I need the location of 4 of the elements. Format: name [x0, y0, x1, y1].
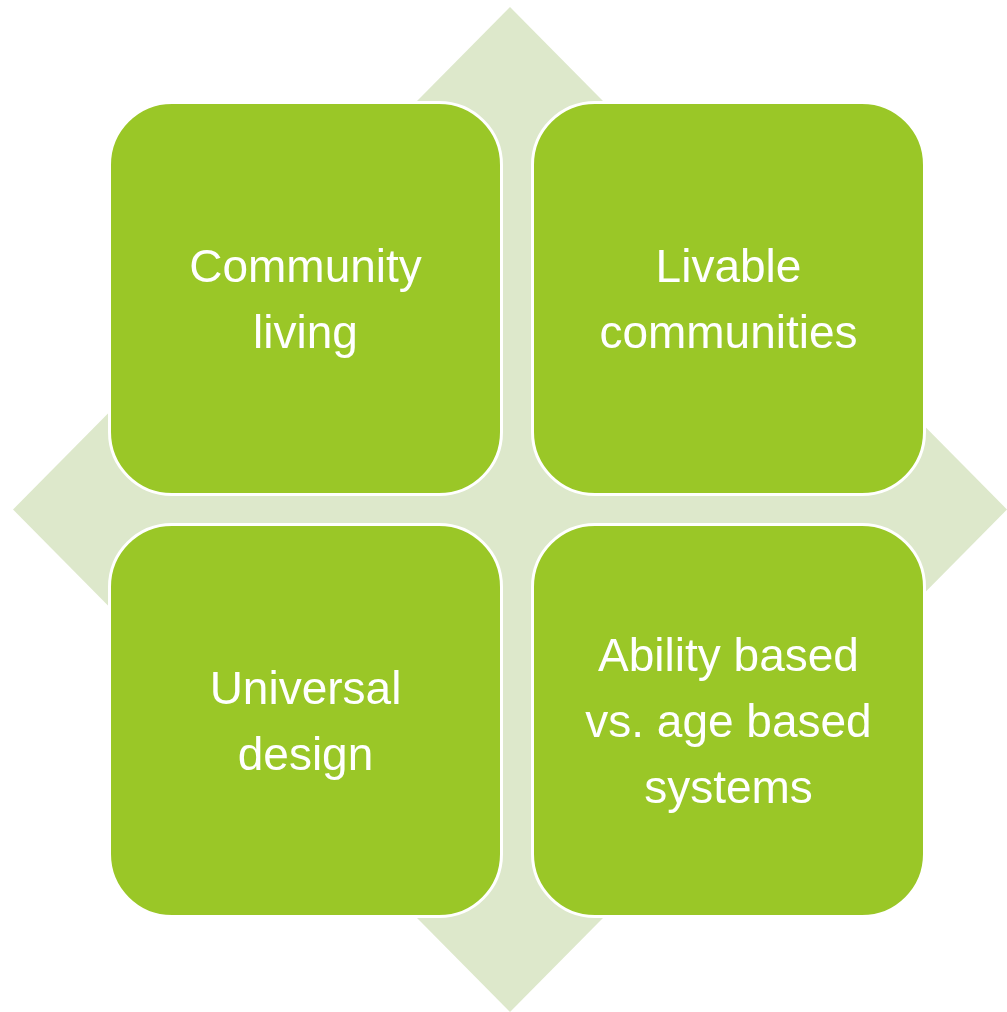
box-text: Ability based vs. age based systems: [584, 627, 873, 815]
box-text: Universal design: [208, 660, 403, 782]
box-text: Community living: [188, 238, 423, 360]
box-text: Livable communities: [598, 238, 859, 360]
